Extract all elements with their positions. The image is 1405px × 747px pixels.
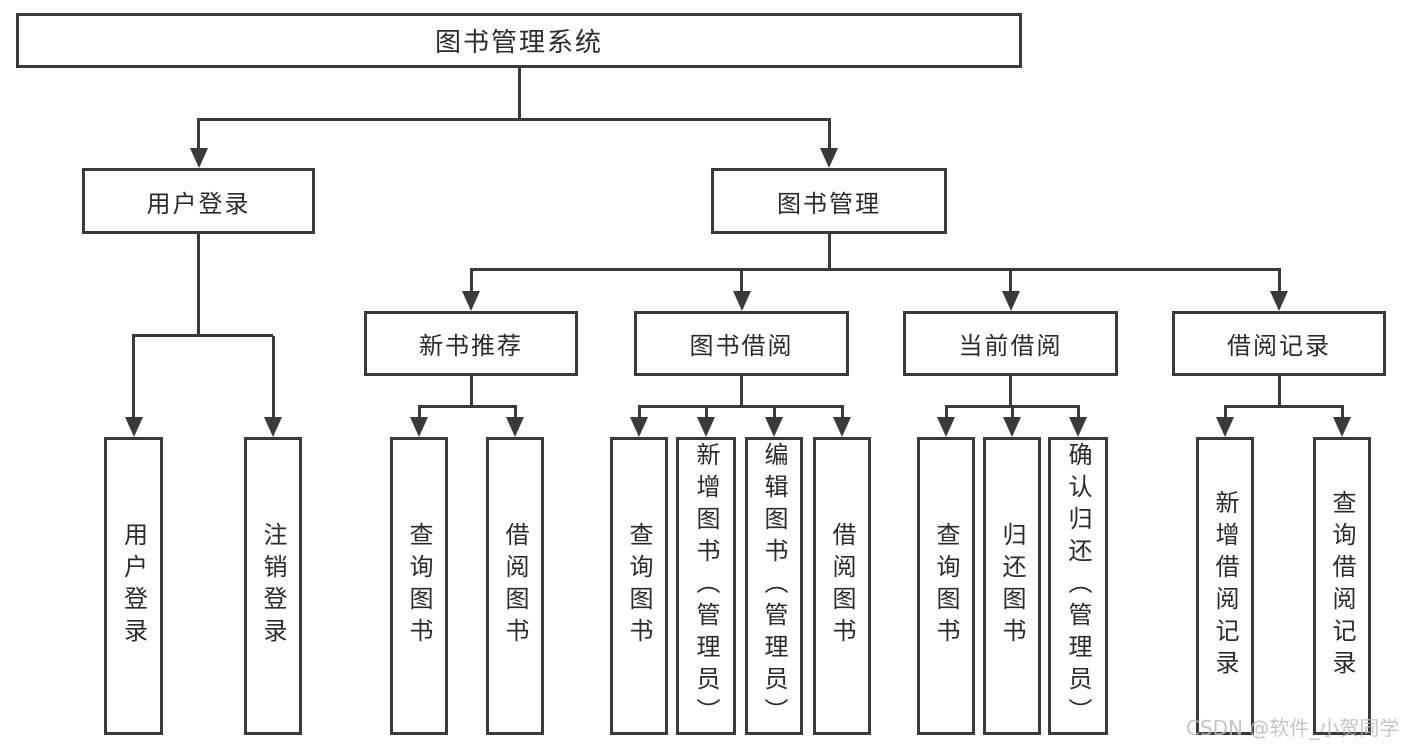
arrow-down-icon: [732, 291, 751, 311]
connector-line: [637, 406, 641, 418]
connector-line: [1009, 270, 1012, 292]
arrow-down-icon: [1069, 417, 1087, 437]
node-leaf-query-books-borrow: 查询图书: [610, 437, 668, 735]
arrow-down-icon: [462, 291, 480, 311]
connector-line: [1009, 376, 1012, 406]
connector-line: [132, 336, 135, 418]
connector-line: [469, 268, 1281, 271]
connector-line: [469, 376, 473, 406]
connector-line: [271, 336, 275, 418]
connector-line: [197, 119, 200, 149]
connector-line: [840, 406, 844, 418]
arrow-down-icon: [124, 417, 143, 437]
connector-line: [517, 68, 521, 119]
connector-line: [197, 234, 200, 335]
arrow-down-icon: [506, 417, 524, 437]
node-current-borrow: 当前借阅: [903, 311, 1118, 376]
connector-line: [132, 334, 273, 337]
connector-line: [772, 406, 776, 418]
node-leaf-confirm-return-admin: 确认归还（管理员）: [1048, 437, 1108, 735]
connector-line: [740, 376, 743, 406]
connector-line: [827, 234, 831, 271]
node-leaf-add-borrow-record: 新增借阅记录: [1196, 437, 1254, 735]
arrow-down-icon: [189, 148, 208, 168]
arrow-down-icon: [630, 417, 648, 437]
arrow-down-icon: [833, 417, 851, 437]
arrow-down-icon: [410, 417, 428, 437]
arrow-down-icon: [1270, 291, 1288, 311]
arrow-down-icon: [1003, 417, 1021, 437]
node-leaf-user-login: 用户登录: [104, 437, 163, 735]
node-user-login: 用户登录: [82, 168, 315, 234]
node-borrow-records: 借阅记录: [1172, 311, 1386, 376]
connector-line: [827, 119, 831, 149]
node-leaf-add-book-admin: 新增图书（管理员）: [676, 437, 736, 735]
node-leaf-query-books-recommend: 查询图书: [390, 437, 448, 735]
connector-line: [1076, 406, 1080, 418]
arrow-down-icon: [1216, 417, 1234, 437]
node-leaf-edit-book-admin: 编辑图书（管理员）: [745, 437, 803, 735]
connector-line: [513, 406, 517, 418]
watermark: CSDN @软件_小贺同学: [1186, 716, 1400, 740]
node-leaf-borrow-books-recommend: 借阅图书: [486, 437, 544, 735]
node-leaf-borrow-books: 借阅图书: [813, 437, 871, 735]
connector-line: [944, 406, 948, 418]
connector-line: [1277, 270, 1281, 292]
connector-line: [1010, 406, 1014, 418]
node-leaf-query-books-current: 查询图书: [917, 437, 975, 735]
arrow-down-icon: [765, 417, 783, 437]
connector-line: [704, 406, 708, 418]
node-book-borrow: 图书借阅: [634, 311, 849, 376]
node-new-book-recommend: 新书推荐: [364, 311, 578, 376]
arrow-down-icon: [264, 417, 282, 437]
arrow-down-icon: [937, 417, 955, 437]
connector-line: [469, 270, 473, 292]
node-leaf-logout: 注销登录: [244, 437, 302, 735]
node-library-management-system: 图书管理系统: [16, 13, 1022, 68]
node-leaf-return-books: 归还图书: [983, 437, 1041, 735]
connector-line: [1223, 404, 1344, 408]
connector-line: [740, 270, 743, 292]
arrow-down-icon: [1333, 417, 1351, 437]
node-book-management: 图书管理: [711, 168, 947, 234]
arrow-down-icon: [697, 417, 715, 437]
arrow-down-icon: [1001, 291, 1020, 311]
connector-line: [637, 404, 844, 408]
node-leaf-query-borrow-record: 查询借阅记录: [1313, 437, 1371, 735]
arrow-down-icon: [820, 148, 838, 168]
connector-line: [1223, 406, 1227, 418]
connector-line: [1340, 406, 1344, 418]
connector-line: [1277, 376, 1281, 406]
connector-line: [197, 117, 831, 121]
connector-line: [417, 406, 421, 418]
connector-line: [417, 404, 517, 408]
